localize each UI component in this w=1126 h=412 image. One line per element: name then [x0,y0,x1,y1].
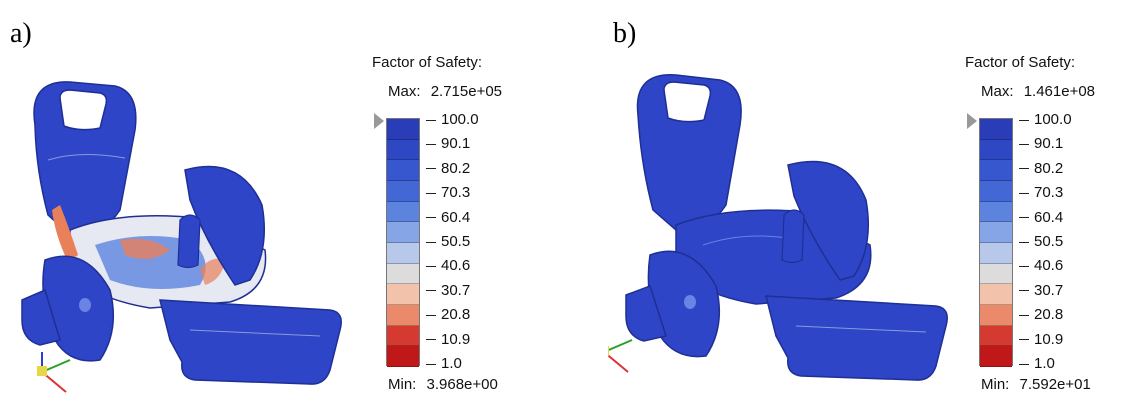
tick-label: 1.0 [1019,356,1055,371]
seat-model-stressed [21,81,342,393]
tick-label: 80.2 [426,161,470,176]
color-scale-segment [387,119,419,140]
legend-title: Factor of Safety: [965,54,1076,71]
panel-a: a) Factor of Safety: [0,0,563,412]
legend: Factor of Safety: Max: 2.715e+05 100.0 9… [368,54,568,404]
tick-label: 10.9 [1019,332,1063,347]
color-scale-segment [387,243,419,264]
tick-label: 20.8 [426,307,470,322]
tick-label: 20.8 [1019,307,1063,322]
color-scale-segment [387,263,419,285]
legend-marker-icon[interactable] [967,113,977,129]
color-scale-segment [980,284,1012,305]
color-scale-segment [387,181,419,202]
max-label: Max: [388,83,421,100]
color-scale-segment [387,139,419,161]
tick-label: 50.5 [1019,234,1063,249]
color-scale-segment [387,160,419,181]
color-scale-segment [980,181,1012,202]
color-scale-segment [387,346,419,367]
color-scale-bar [386,118,420,367]
tick-label: 70.3 [426,185,470,200]
axis-triad-icon [37,352,71,393]
color-scale-segment [387,284,419,305]
legend-marker-icon[interactable] [374,113,384,129]
tick-label: 80.2 [1019,161,1063,176]
min-label: Min: [388,376,417,393]
color-scale-segment [980,263,1012,285]
tick-label: 70.3 [1019,185,1063,200]
tick-label: 90.1 [1019,136,1063,151]
max-label: Max: [981,83,1014,100]
color-scale-segment [980,325,1012,347]
axis-triad-icon [608,339,633,373]
color-scale-segment [387,201,419,223]
tick-label: 40.6 [1019,258,1063,273]
color-scale-segment [387,222,419,243]
legend-title: Factor of Safety: [372,54,483,71]
tick-label: 90.1 [426,136,470,151]
panel-label: a) [10,18,32,49]
tick-label: 100.0 [1019,112,1072,127]
tick-label: 10.9 [426,332,470,347]
panel-label: b) [613,18,637,49]
legend-min: Min: 7.592e+01 [981,376,1091,393]
tick-label: 100.0 [426,112,479,127]
color-scale-segment [980,160,1012,181]
color-scale-segment [980,346,1012,367]
legend-min: Min: 3.968e+00 [388,376,498,393]
color-scale-segment [980,222,1012,243]
max-value: 1.461e+08 [1023,83,1096,100]
legend: Factor of Safety: Max: 1.461e+08 100.0 9… [961,54,1126,404]
panel-b: b) Factor of Safety: Max: 1.461e+08 [563,0,1126,412]
color-scale-segment [980,305,1012,326]
min-value: 3.968e+00 [426,376,498,393]
color-scale-segment [980,139,1012,161]
color-scale-segment [387,325,419,347]
tick-label: 50.5 [426,234,470,249]
seat-model-uniform [608,74,948,381]
tick-label: 30.7 [1019,283,1063,298]
tick-label: 40.6 [426,258,470,273]
legend-max: Max: 1.461e+08 [981,83,1095,100]
color-scale-segment [387,305,419,326]
legend-max: Max: 2.715e+05 [388,83,502,100]
tick-label: 30.7 [426,283,470,298]
color-scale-segment [980,243,1012,264]
min-value: 7.592e+01 [1019,376,1091,393]
tick-label: 1.0 [426,356,462,371]
min-label: Min: [981,376,1010,393]
tick-label: 60.4 [1019,210,1063,225]
color-scale-segment [980,119,1012,140]
color-scale-segment [980,201,1012,223]
color-scale-bar [979,118,1013,367]
tick-label: 60.4 [426,210,470,225]
max-value: 2.715e+05 [430,83,503,100]
